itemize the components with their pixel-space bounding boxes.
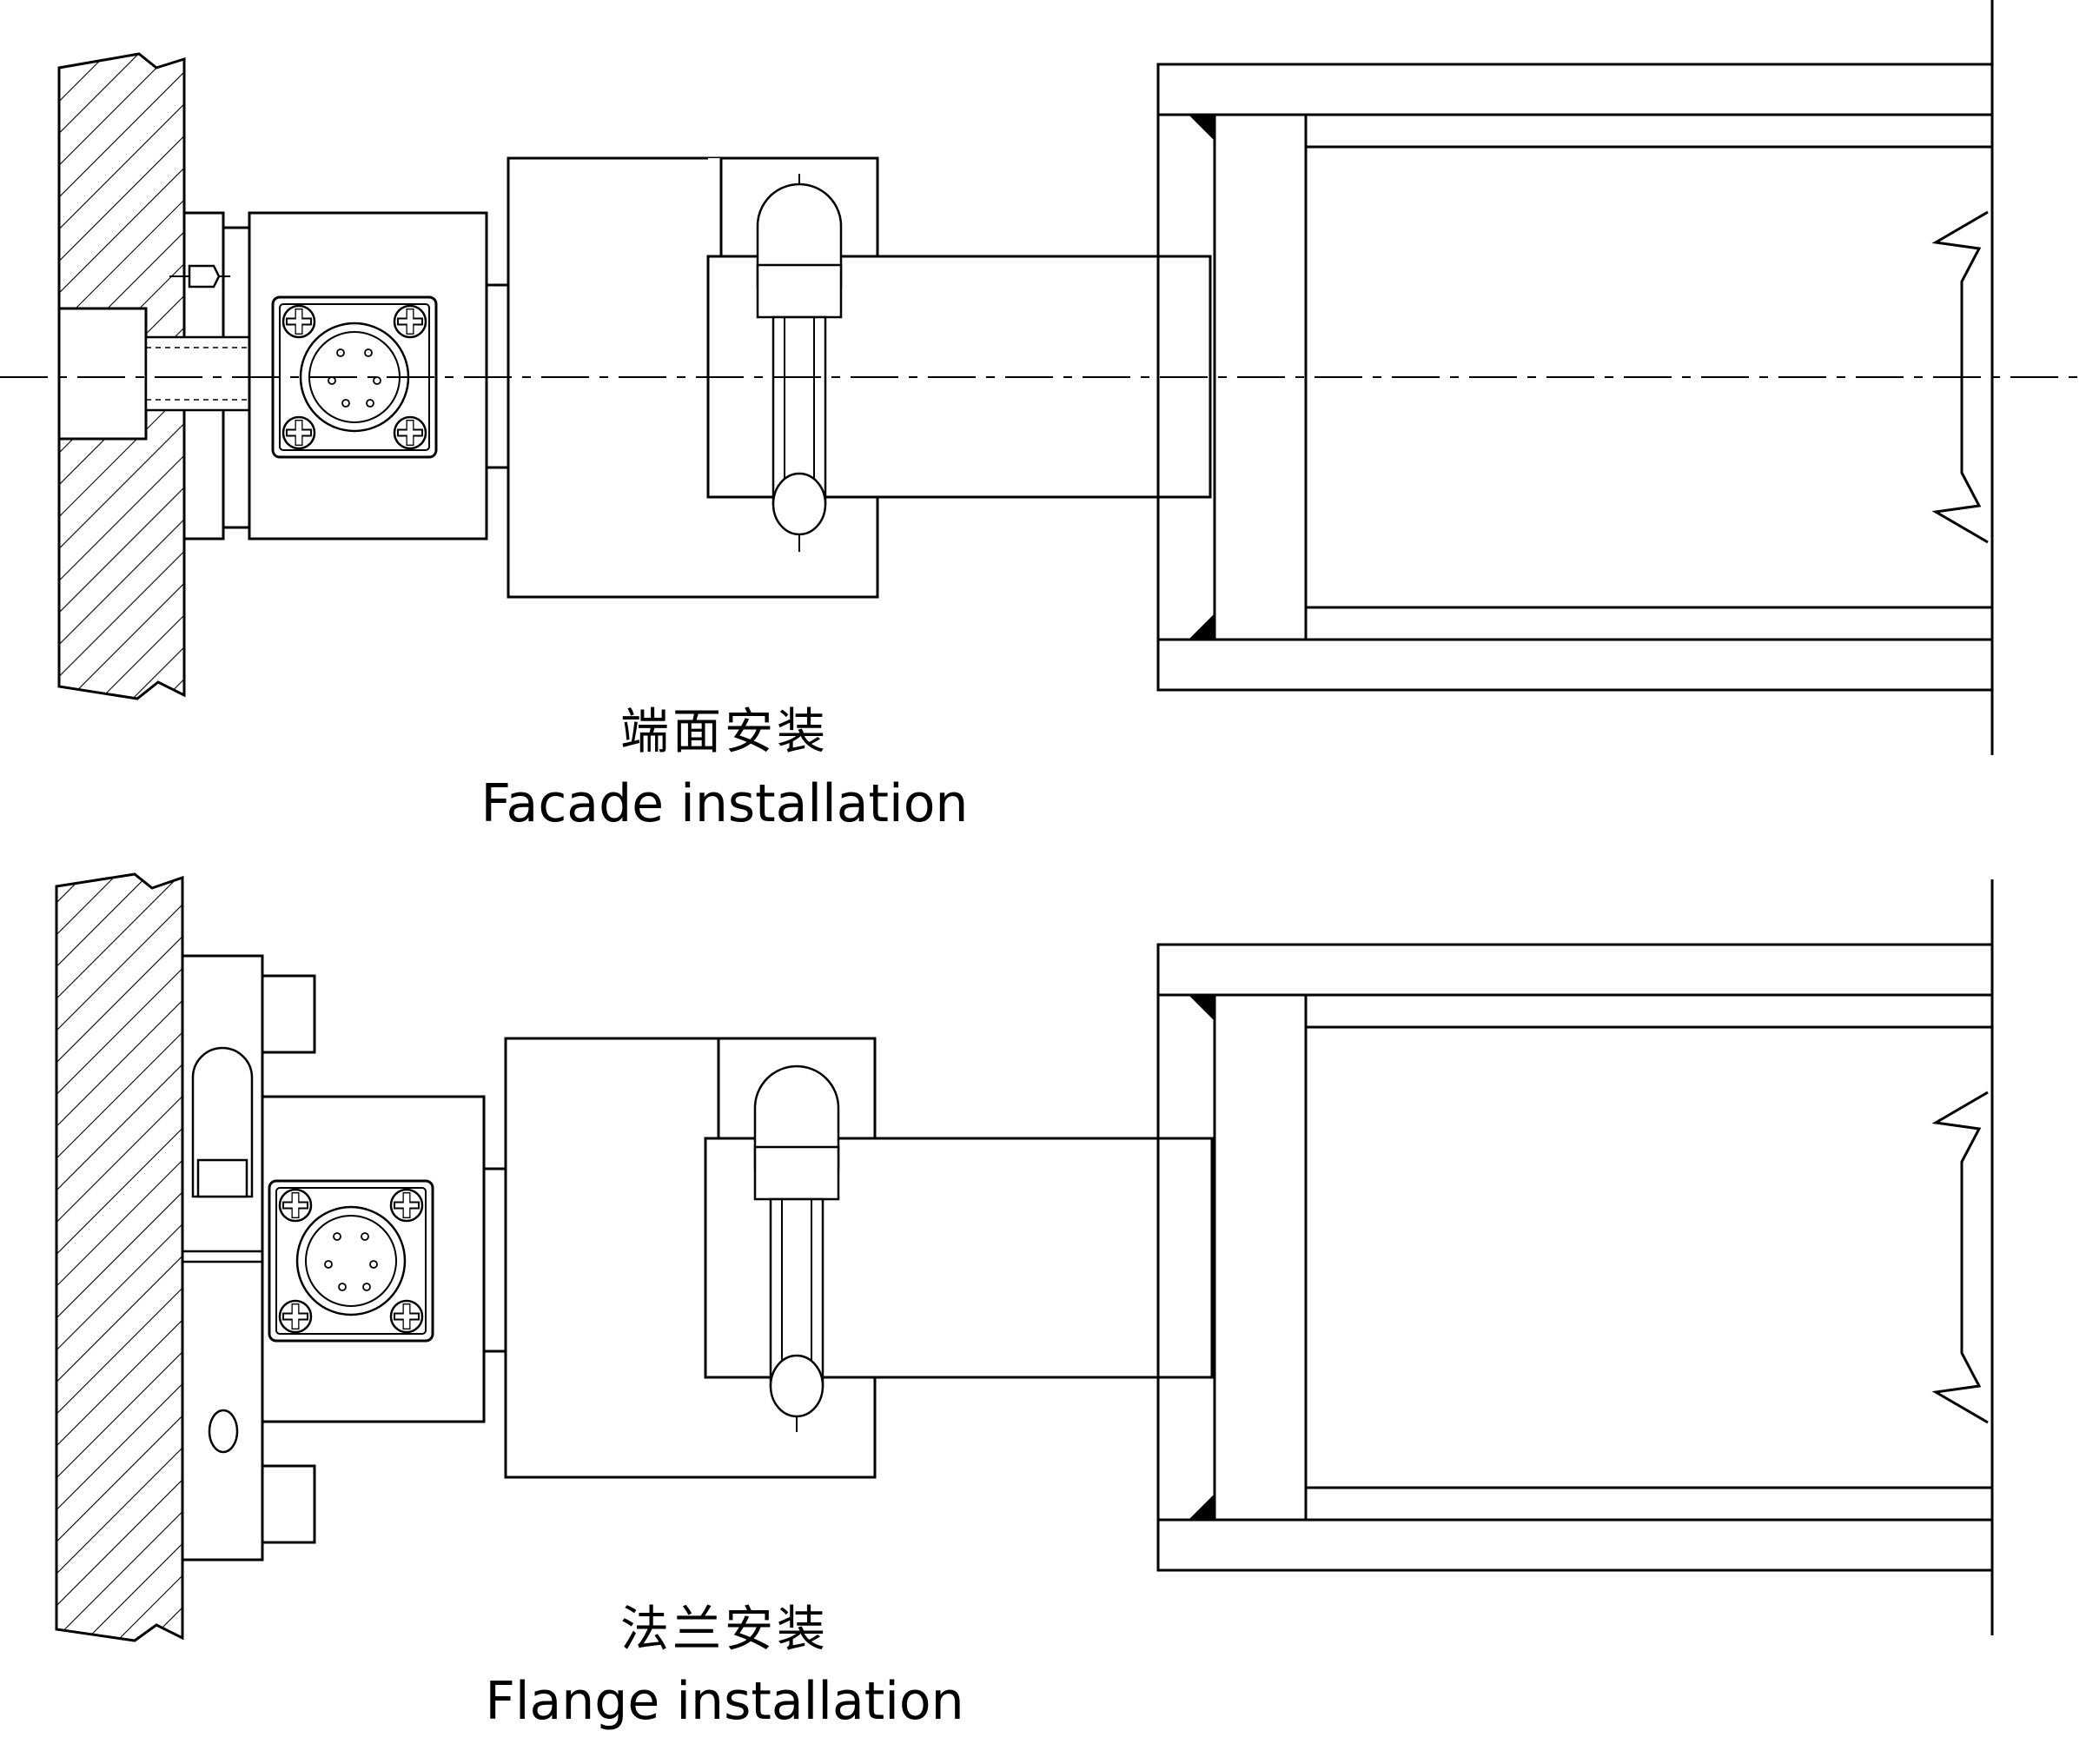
wall-anchor-block	[57, 307, 148, 441]
flange-hole	[208, 1409, 239, 1454]
sensor-neck	[482, 1167, 507, 1353]
flange-lug-upper	[261, 974, 316, 1054]
facade-title-zh: 端面安装	[620, 704, 829, 760]
facade-installation-view	[0, 0, 2086, 757]
flange-plate	[181, 954, 264, 1562]
flange-lug-lower	[261, 1464, 316, 1544]
set-screw	[169, 264, 230, 288]
flange-title-zh: 法兰安装	[620, 1602, 829, 1658]
electrical-connector	[269, 1181, 433, 1341]
flange-bolt	[191, 1046, 254, 1198]
mounting-wall-hatched	[55, 872, 184, 1642]
yoke-slot	[708, 158, 721, 256]
hydraulic-cylinder	[1156, 878, 1994, 1637]
facade-title-en: Facade installation	[480, 773, 969, 834]
flange-title-en: Flange installation	[485, 1671, 964, 1732]
flange-installation-view	[55, 872, 1994, 1642]
